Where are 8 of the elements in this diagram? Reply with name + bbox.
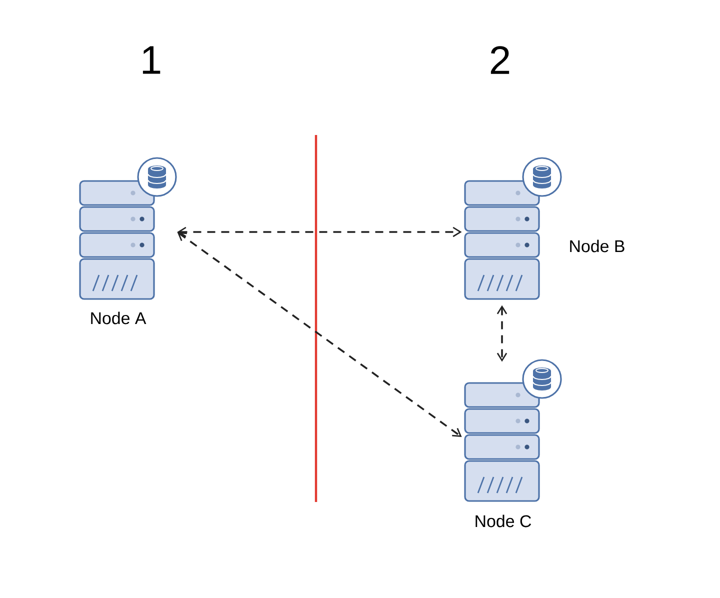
column-number: 1 xyxy=(142,46,160,74)
node-label: Node A xyxy=(91,312,146,324)
node-label: Node B xyxy=(570,240,624,252)
column-number: 2 xyxy=(490,46,510,74)
node-label: Node C xyxy=(476,514,532,528)
arrow xyxy=(496,305,508,362)
arrow xyxy=(177,232,462,437)
arrow xyxy=(177,226,462,238)
